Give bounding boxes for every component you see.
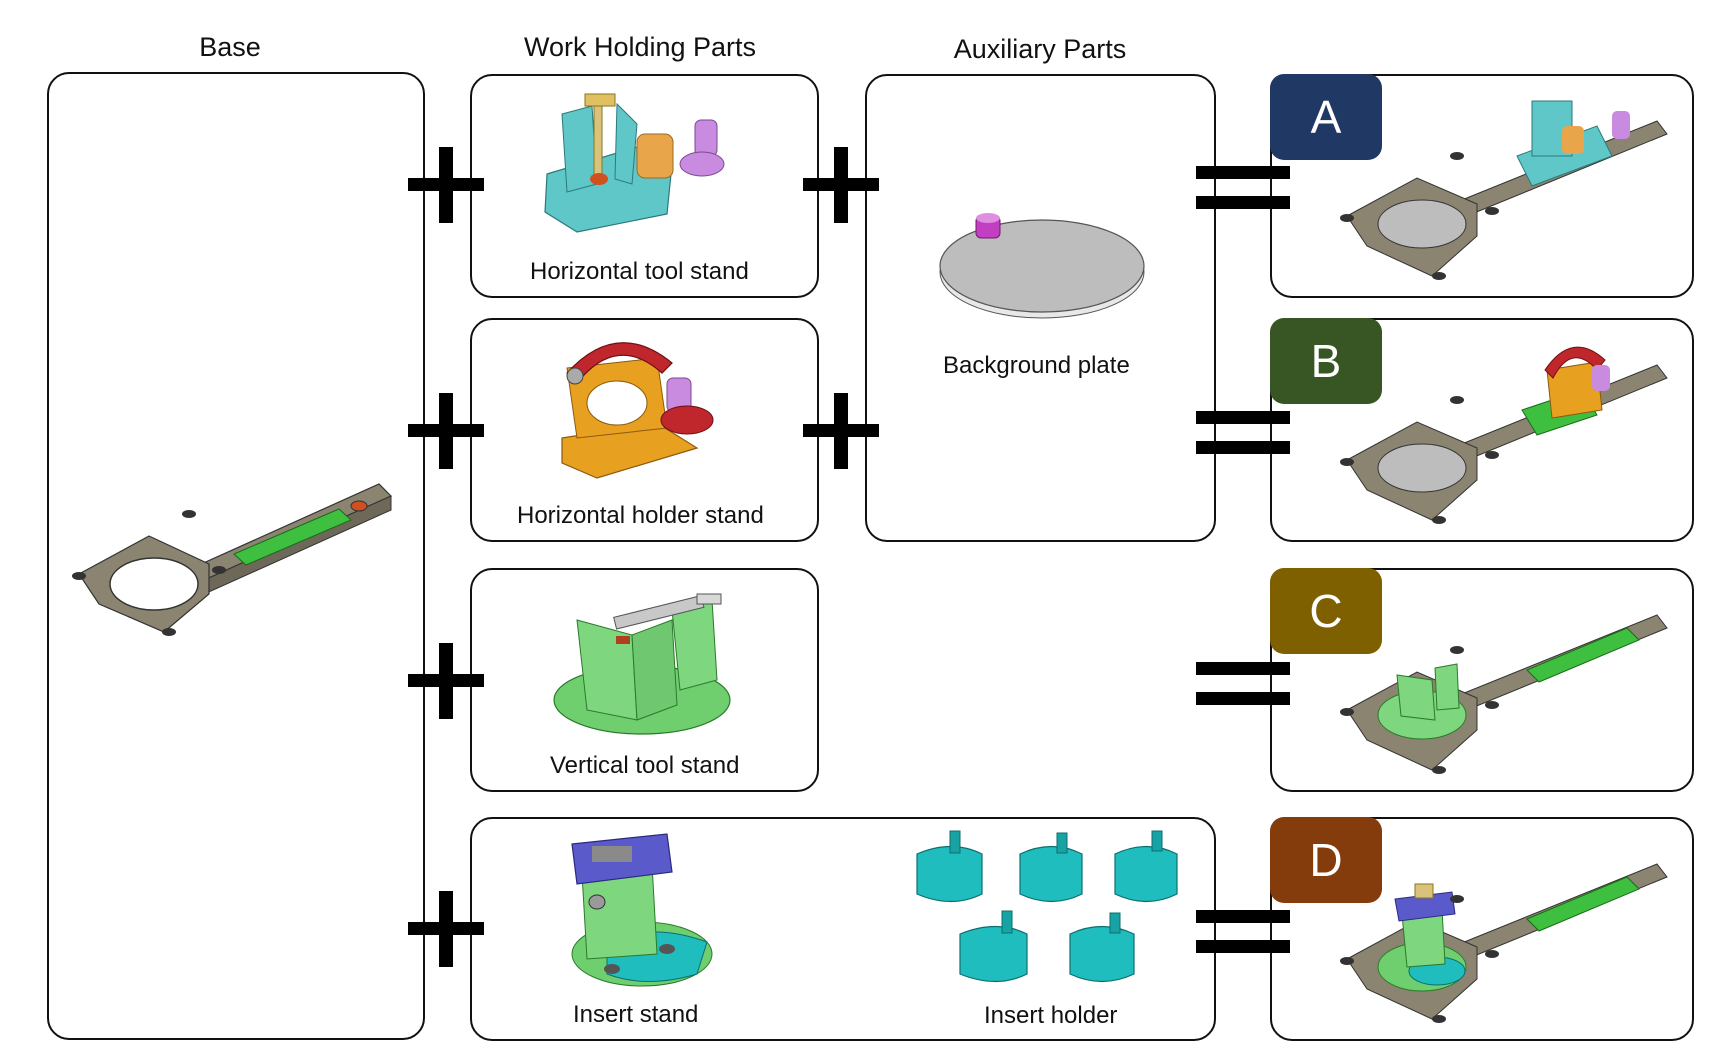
header-auxiliary: Auxiliary Parts <box>953 34 1127 64</box>
base-fixture-image <box>72 483 393 636</box>
equals-sign-a <box>1196 166 1290 209</box>
plus-sign-row2 <box>408 393 484 469</box>
plus-sign-row3 <box>408 643 484 719</box>
insert-holder-caption: Insert holder <box>984 1002 1118 1029</box>
base-panel <box>47 72 425 1040</box>
background-plate-caption: Background plate <box>943 352 1130 379</box>
plus-sign-aux1 <box>803 147 879 223</box>
insert-stand-caption: Insert stand <box>573 1001 699 1028</box>
base-ring <box>78 535 210 633</box>
plus-sign-aux2 <box>803 393 879 469</box>
equals-sign-d <box>1196 910 1290 953</box>
equals-sign-b <box>1196 411 1290 454</box>
plus-sign-row4 <box>408 891 484 967</box>
result-badge-c: C <box>1270 568 1382 654</box>
header-base: Base <box>199 32 261 62</box>
base-rail <box>177 483 393 601</box>
vertical-tool-stand-caption: Vertical tool stand <box>550 752 740 779</box>
result-b-assembly-image <box>1340 346 1668 524</box>
result-badge-b: B <box>1270 318 1382 404</box>
result-a-assembly-image <box>1340 100 1668 280</box>
result-c-assembly-image <box>1340 614 1668 774</box>
insert-holder-image <box>916 830 1178 983</box>
insert-parts-panel: Insert stand Insert holder <box>470 817 1216 1041</box>
plus-sign-row1 <box>408 147 484 223</box>
result-d-assembly-image <box>1340 863 1668 1023</box>
background-plate-image <box>939 213 1145 319</box>
horizontal-holder-stand-panel: Horizontal holder stand <box>470 318 819 542</box>
horizontal-tool-stand-caption: Horizontal tool stand <box>530 258 749 285</box>
horizontal-holder-stand-image <box>561 342 714 479</box>
result-badge-a: A <box>1270 74 1382 160</box>
equals-sign-c <box>1196 662 1290 705</box>
result-panel-b <box>1270 318 1694 542</box>
result-panel-d <box>1270 817 1694 1041</box>
result-badge-d: D <box>1270 817 1382 903</box>
header-work-holding: Work Holding Parts <box>523 32 757 62</box>
horizontal-holder-stand-caption: Horizontal holder stand <box>517 502 764 529</box>
horizontal-tool-stand-image <box>544 93 725 233</box>
vertical-tool-stand-panel: Vertical tool stand <box>470 568 819 792</box>
insert-stand-image <box>571 833 713 987</box>
vertical-tool-stand-image <box>553 593 731 735</box>
background-plate-panel: Background plate <box>865 74 1216 542</box>
